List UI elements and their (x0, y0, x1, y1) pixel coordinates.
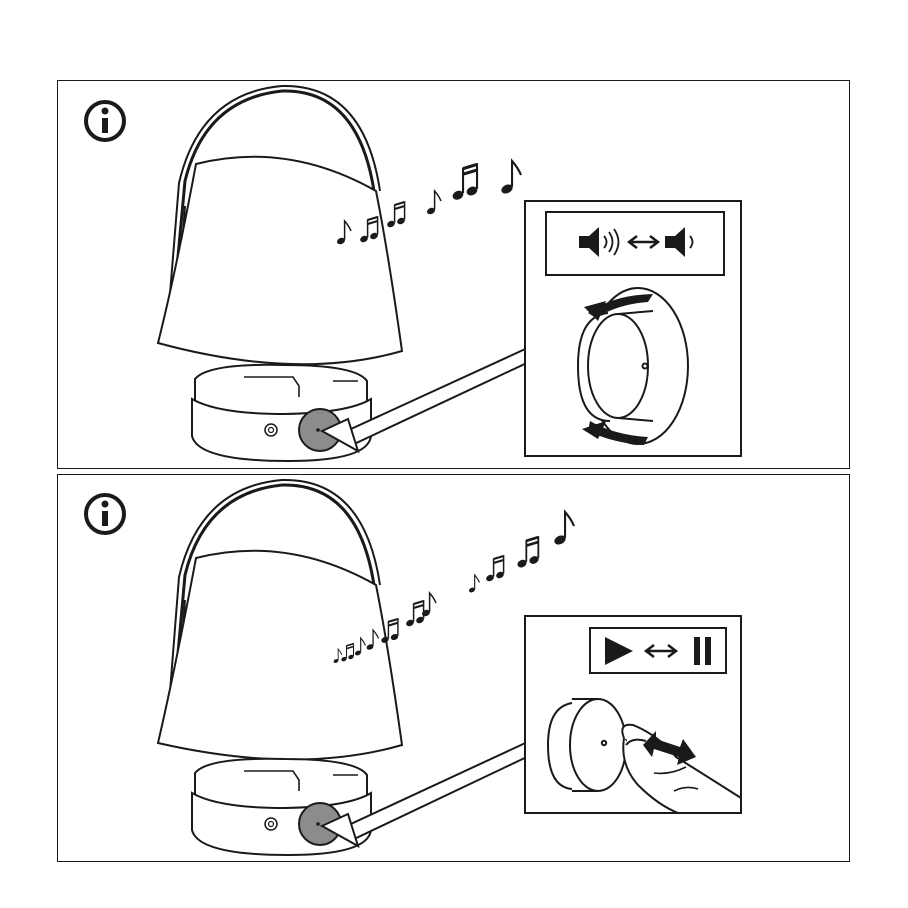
panel-play-pause (57, 474, 850, 862)
info-icon (86, 495, 124, 533)
info-icon (86, 102, 124, 140)
play-pause-zoom-box (525, 616, 741, 813)
panel-volume (57, 80, 850, 469)
volume-legend (546, 212, 724, 275)
press-knob (548, 699, 626, 791)
speaker-lamp (158, 480, 402, 855)
lamp-shade (158, 157, 402, 364)
play-pause-illustration (58, 475, 851, 863)
speaker-lamp (158, 86, 402, 461)
volume-zoom-box (525, 201, 741, 456)
volume-illustration (58, 81, 851, 470)
lamp-shade (158, 551, 402, 760)
